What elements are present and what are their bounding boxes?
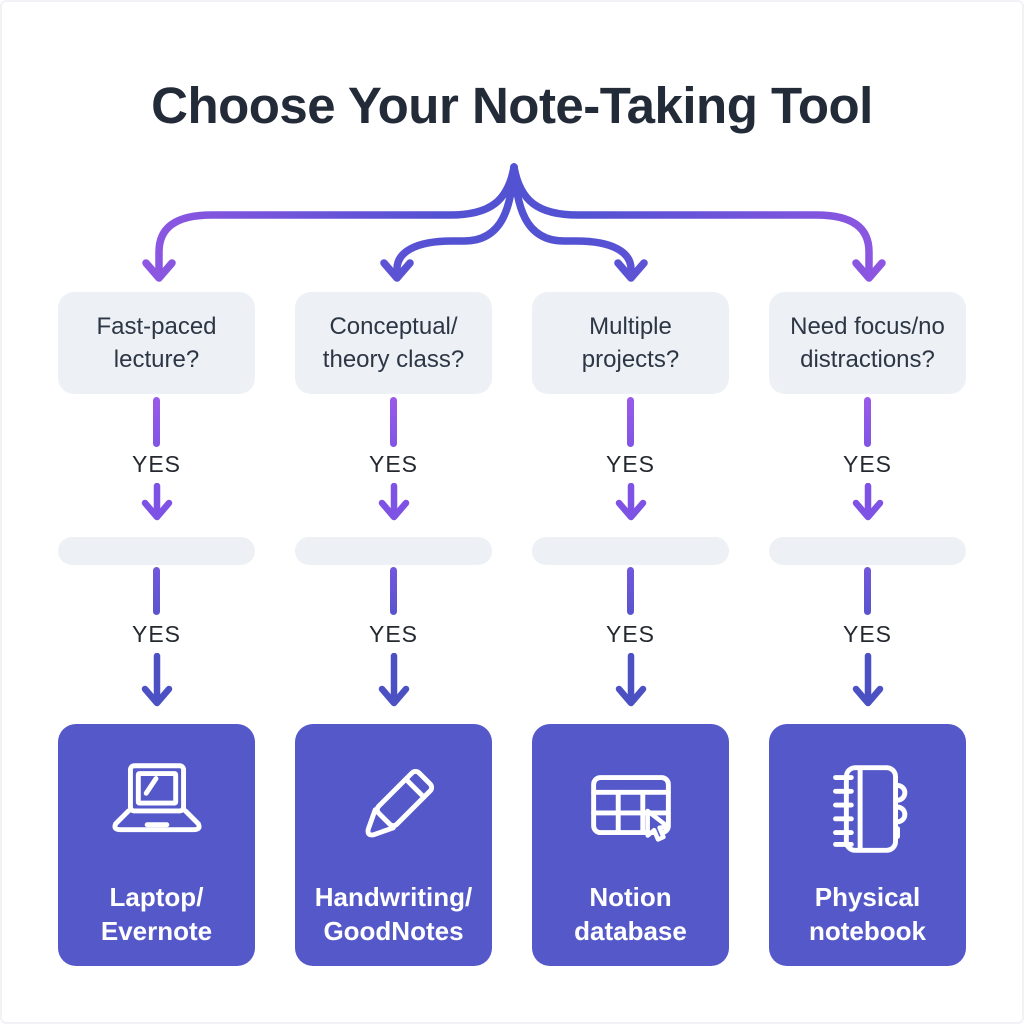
branch-curve-3 <box>510 163 635 273</box>
branch-arrowhead-4-icon <box>852 259 886 282</box>
branch-handwriting-goodnotes: Conceptual/ theory class? YES YES <box>295 292 492 966</box>
pencil-icon <box>365 768 434 838</box>
empty-step-pill <box>58 537 255 565</box>
yes-label: YES <box>131 451 182 477</box>
connector-line <box>627 397 634 447</box>
empty-step-pill <box>532 537 729 565</box>
question-card: Need focus/no distractions? <box>769 292 966 394</box>
result-label: Notion database <box>574 882 687 946</box>
arrow-down-icon <box>615 483 646 521</box>
branch-arrows-connector <box>142 163 886 282</box>
connector-line <box>153 397 160 447</box>
result-card: Handwriting/ GoodNotes <box>295 724 492 966</box>
branch-arrowhead-1-icon <box>142 259 176 282</box>
arrow-down-icon <box>141 483 172 521</box>
branch-laptop-evernote: Fast-paced lecture? YES YES <box>58 292 255 966</box>
branch-curve-1 <box>155 163 518 273</box>
connector-line <box>153 567 160 615</box>
result-card: Physical notebook <box>769 724 966 966</box>
branch-notion-database: Multiple projects? YES YES <box>532 292 729 966</box>
arrow-down-icon <box>615 653 646 707</box>
connector-line <box>864 567 871 615</box>
branch-curve-4 <box>510 163 873 273</box>
table-cursor-icon <box>590 775 671 842</box>
arrow-down-icon <box>378 653 409 707</box>
connector-line <box>627 567 634 615</box>
branch-physical-notebook: Need focus/no distractions? YES YES <box>769 292 966 966</box>
result-label: Physical notebook <box>809 882 926 946</box>
result-card: Laptop/ Evernote <box>58 724 255 966</box>
laptop-icon <box>111 763 202 833</box>
branch-arrowhead-2-icon <box>380 259 414 282</box>
yes-label: YES <box>605 451 656 477</box>
empty-step-pill <box>769 537 966 565</box>
question-card: Conceptual/ theory class? <box>295 292 492 394</box>
arrow-down-icon <box>852 653 883 707</box>
arrow-down-icon <box>141 653 172 707</box>
branch-curve-2 <box>393 163 518 273</box>
page-title: Choose Your Note-Taking Tool <box>151 77 873 134</box>
arrow-down-icon <box>378 483 409 521</box>
yes-label: YES <box>842 621 893 647</box>
connector-line <box>864 397 871 447</box>
result-card: Notion database <box>532 724 729 966</box>
yes-label: YES <box>368 621 419 647</box>
branch-arrowhead-3-icon <box>614 259 648 282</box>
result-label: Handwriting/ GoodNotes <box>314 882 473 946</box>
empty-step-pill <box>295 537 492 565</box>
notebook-icon <box>832 765 907 853</box>
decision-columns: Fast-paced lecture? YES YES <box>2 292 1022 966</box>
yes-label: YES <box>605 621 656 647</box>
yes-label: YES <box>368 451 419 477</box>
yes-label: YES <box>842 451 893 477</box>
connector-line <box>390 397 397 447</box>
result-label: Laptop/ Evernote <box>100 882 213 946</box>
question-card: Fast-paced lecture? <box>58 292 255 394</box>
arrow-down-icon <box>852 483 883 521</box>
connector-line <box>390 567 397 615</box>
yes-label: YES <box>131 621 182 647</box>
question-card: Multiple projects? <box>532 292 729 394</box>
